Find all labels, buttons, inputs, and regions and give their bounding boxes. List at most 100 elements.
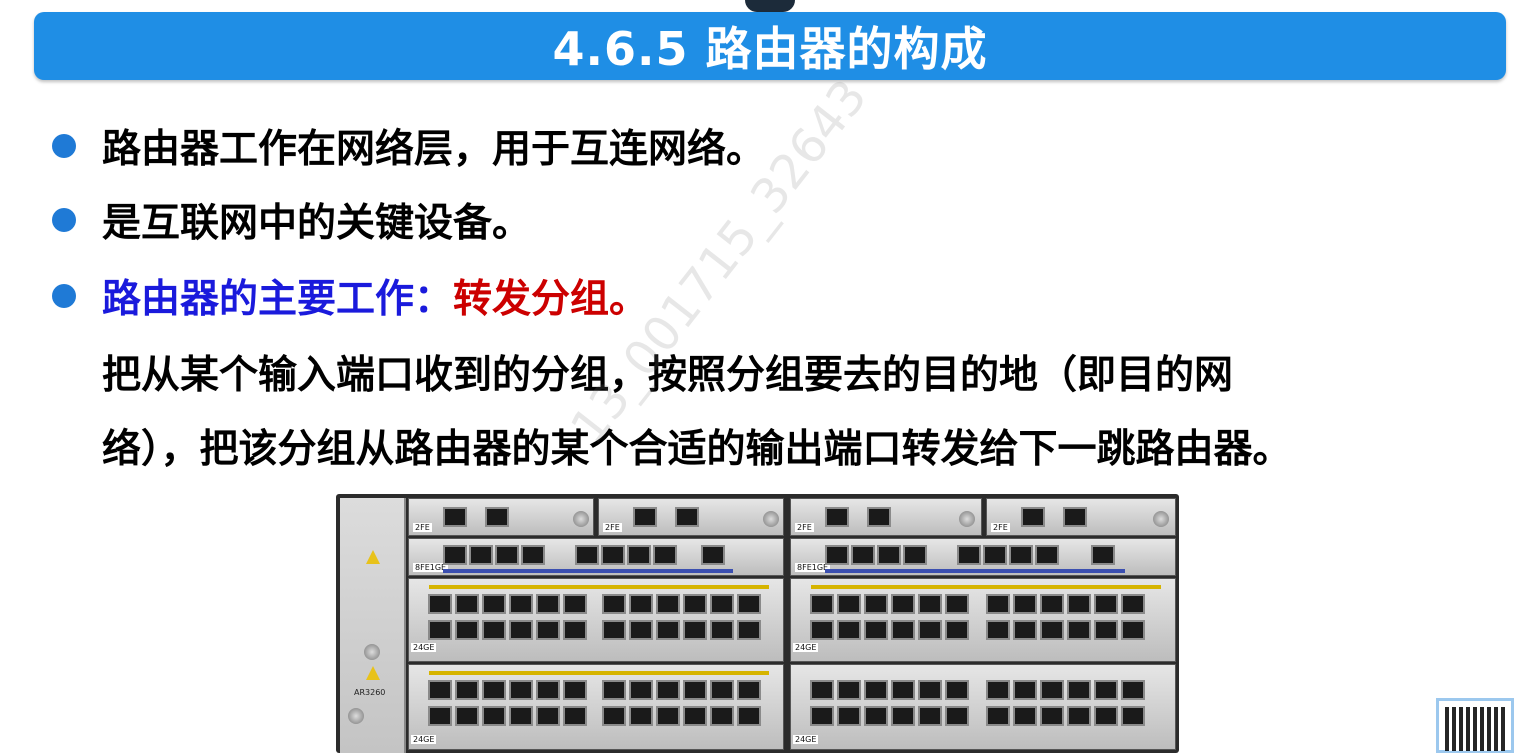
bullet-item-3: 路由器的主要工作：转发分组。 bbox=[52, 268, 648, 324]
screw-icon bbox=[364, 644, 380, 660]
top-tab-decoration bbox=[745, 0, 795, 12]
ethernet-port bbox=[837, 706, 861, 726]
ethernet-port bbox=[710, 620, 734, 640]
ethernet-port bbox=[656, 620, 680, 640]
warning-icon bbox=[366, 550, 380, 564]
ethernet-port bbox=[825, 545, 849, 565]
module-label: 2FE bbox=[413, 523, 432, 532]
ethernet-port bbox=[563, 620, 587, 640]
bullet-text-3-blue: 路由器的主要工作： bbox=[102, 277, 454, 322]
ethernet-port bbox=[903, 545, 927, 565]
ethernet-port bbox=[656, 706, 680, 726]
router-image: AR3260 2FE 2FE 2FE 2FE 8FE1GE bbox=[336, 494, 1179, 753]
ethernet-port bbox=[455, 706, 479, 726]
bullet-text-2: 是互联网中的关键设备。 bbox=[102, 201, 532, 246]
ethernet-port bbox=[455, 620, 479, 640]
ethernet-port bbox=[653, 545, 677, 565]
bullet-text-1: 路由器工作在网络层，用于互连网络。 bbox=[102, 127, 766, 172]
ethernet-port bbox=[683, 706, 707, 726]
ethernet-port bbox=[601, 545, 625, 565]
ethernet-port bbox=[710, 680, 734, 700]
ethernet-port bbox=[737, 706, 761, 726]
qr-code-icon bbox=[1436, 698, 1514, 753]
ethernet-port bbox=[986, 620, 1010, 640]
bullet-text-3: 路由器的主要工作：转发分组。 bbox=[102, 268, 648, 324]
ethernet-port bbox=[536, 594, 560, 614]
module-label: 2FE bbox=[991, 523, 1010, 532]
ethernet-port bbox=[602, 706, 626, 726]
ethernet-port bbox=[482, 620, 506, 640]
paragraph-line-2: 络），把该分组从路由器的某个合适的输出端口转发给下一跳路由器。 bbox=[102, 427, 1292, 472]
module-label: 8FE1GE bbox=[413, 563, 449, 572]
ethernet-port bbox=[837, 620, 861, 640]
ethernet-port bbox=[1094, 706, 1118, 726]
ethernet-port bbox=[675, 507, 699, 527]
ethernet-port bbox=[455, 594, 479, 614]
ethernet-port bbox=[627, 545, 651, 565]
ethernet-port bbox=[656, 680, 680, 700]
module-8fe1ge: 8FE1GE bbox=[408, 538, 784, 576]
module-8fe1ge: 8FE1GE bbox=[790, 538, 1176, 576]
ethernet-port bbox=[701, 545, 725, 565]
module-label: 24GE bbox=[793, 735, 819, 744]
ethernet-port bbox=[683, 620, 707, 640]
ethernet-port bbox=[683, 680, 707, 700]
screw-icon bbox=[763, 511, 779, 527]
ethernet-port bbox=[825, 507, 849, 527]
ethernet-port bbox=[683, 594, 707, 614]
module-label: 2FE bbox=[603, 523, 622, 532]
page-title: 4.6.5 路由器的构成 bbox=[552, 22, 988, 76]
ethernet-port bbox=[737, 620, 761, 640]
ethernet-port bbox=[877, 545, 901, 565]
ethernet-port bbox=[1094, 680, 1118, 700]
ethernet-port bbox=[864, 706, 888, 726]
ethernet-port bbox=[1063, 507, 1087, 527]
bullet-dot-icon bbox=[52, 208, 76, 232]
ethernet-port bbox=[810, 594, 834, 614]
ethernet-port bbox=[482, 594, 506, 614]
bullet-dot-icon bbox=[52, 134, 76, 158]
ethernet-port bbox=[428, 620, 452, 640]
module-label: 24GE bbox=[411, 735, 437, 744]
module-label: 8FE1GE bbox=[795, 563, 831, 572]
bullet-item-1: 路由器工作在网络层，用于互连网络。 bbox=[52, 118, 765, 174]
ethernet-port bbox=[945, 706, 969, 726]
ethernet-port bbox=[1013, 706, 1037, 726]
ethernet-port bbox=[945, 620, 969, 640]
ethernet-port bbox=[602, 620, 626, 640]
ethernet-port bbox=[1021, 507, 1045, 527]
ethernet-port bbox=[851, 545, 875, 565]
ethernet-port bbox=[563, 706, 587, 726]
ethernet-port bbox=[443, 545, 467, 565]
ethernet-port bbox=[521, 545, 545, 565]
screw-icon bbox=[1153, 511, 1169, 527]
ethernet-port bbox=[864, 594, 888, 614]
ethernet-port bbox=[737, 594, 761, 614]
module-label: 2FE bbox=[795, 523, 814, 532]
ethernet-port bbox=[428, 594, 452, 614]
ethernet-port bbox=[482, 680, 506, 700]
ethernet-port bbox=[1121, 620, 1145, 640]
power-button-icon bbox=[348, 708, 364, 724]
ethernet-port bbox=[891, 680, 915, 700]
ethernet-port bbox=[945, 594, 969, 614]
ethernet-port bbox=[986, 594, 1010, 614]
ethernet-port bbox=[629, 706, 653, 726]
screw-icon bbox=[573, 511, 589, 527]
ethernet-port bbox=[1091, 545, 1115, 565]
ethernet-port bbox=[563, 680, 587, 700]
ethernet-port bbox=[536, 620, 560, 640]
ethernet-port bbox=[629, 594, 653, 614]
ethernet-port bbox=[1040, 620, 1064, 640]
ethernet-port bbox=[428, 706, 452, 726]
ethernet-port bbox=[1067, 680, 1091, 700]
ethernet-port bbox=[837, 680, 861, 700]
ethernet-port bbox=[710, 706, 734, 726]
ethernet-port bbox=[482, 706, 506, 726]
paragraph-line-1: 把从某个输入端口收到的分组，按照分组要去的目的地（即目的网 bbox=[102, 353, 1234, 398]
module-label: 24GE bbox=[793, 643, 819, 652]
ethernet-port bbox=[1035, 545, 1059, 565]
qr-code-pattern bbox=[1445, 707, 1505, 751]
ethernet-port bbox=[629, 620, 653, 640]
ethernet-port bbox=[509, 594, 533, 614]
